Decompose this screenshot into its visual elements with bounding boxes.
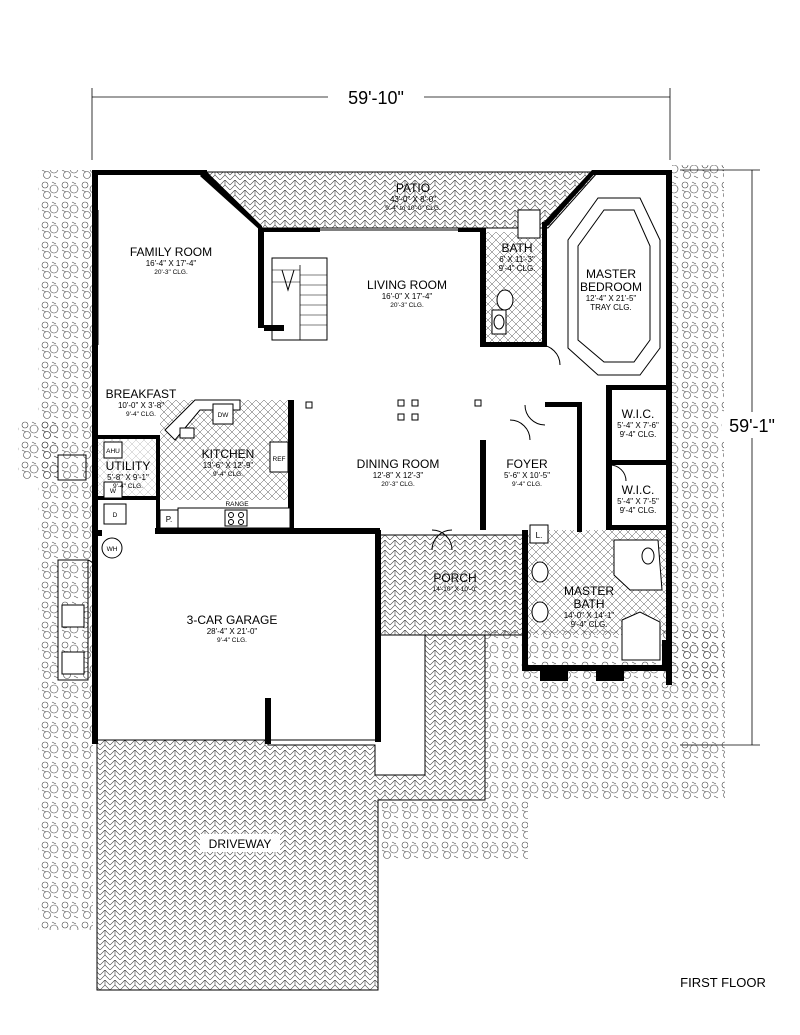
shrubs-front-right bbox=[485, 630, 725, 800]
utility-dim: 5'-8" X 9'-1" bbox=[107, 473, 149, 482]
linen-label: L. bbox=[536, 531, 543, 540]
room-foyer: FOYER 5'-6" X 10'-5" 9'-4" CLG. bbox=[504, 457, 550, 488]
patio-clg: 9'-4" to 10'-0" CLG. bbox=[385, 205, 441, 212]
room-bath: BATH 6' X 11'-3" 9'-4" CLG. bbox=[499, 241, 536, 273]
room-patio: PATIO 43'-0" X 8'-0" 9'-4" to 10'-0" CLG… bbox=[385, 181, 441, 212]
garage-fixtures bbox=[57, 559, 375, 741]
porch-name: PORCH bbox=[433, 571, 476, 585]
columns bbox=[305, 399, 482, 421]
wic1-name: W.I.C. bbox=[622, 407, 655, 421]
dishwasher-label: DW bbox=[218, 412, 230, 419]
dimension-depth: 59'-1" bbox=[680, 169, 784, 746]
room-porch: PORCH 14'-10" X 10'-0" bbox=[433, 571, 478, 593]
wic2-name: W.I.C. bbox=[622, 483, 655, 497]
room-garage: 3-CAR GARAGE 28'-4" X 21'-0" 9'-4" CLG. bbox=[187, 613, 278, 644]
foyer-dim: 5'-6" X 10'-5" bbox=[504, 471, 550, 480]
utility-name: UTILITY bbox=[106, 459, 151, 473]
dining-name: DINING ROOM bbox=[357, 457, 440, 471]
dining-clg: 20'-3" CLG. bbox=[381, 481, 415, 488]
shrubs-left-mid bbox=[18, 420, 58, 480]
shrubs-right bbox=[672, 165, 724, 685]
doors bbox=[87, 344, 627, 573]
kitchen-fixtures: DW REF RANGE P. bbox=[159, 399, 291, 529]
porch-dim: 14'-10" X 10'-0" bbox=[433, 586, 478, 593]
garage-dim: 28'-4" X 21'-0" bbox=[207, 627, 258, 636]
kitchen-name: KITCHEN bbox=[202, 447, 255, 461]
foyer-name: FOYER bbox=[506, 457, 548, 471]
bath-fixtures: L. bbox=[491, 209, 663, 661]
wic2-dim: 5'-4" X 7'-5" bbox=[617, 497, 659, 506]
master-bath-dim: 14'-0" X 14'-1" bbox=[564, 611, 615, 620]
utility-clg: 9'-4" CLG. bbox=[113, 483, 143, 490]
room-breakfast: BREAKFAST 10'-0" X 3'-8" 9'-4" CLG. bbox=[106, 387, 177, 418]
family-clg: 20'-3" CLG. bbox=[154, 269, 188, 276]
room-master-bedroom: MASTER BEDROOM 12'-4" X 21'-5" TRAY CLG. bbox=[580, 267, 642, 312]
room-wic-2: W.I.C. 5'-4" X 7'-5" 9'-4" CLG. bbox=[617, 483, 659, 515]
bath-dim: 6' X 11'-3" bbox=[499, 255, 535, 264]
foyer-clg: 9'-4" CLG. bbox=[512, 481, 542, 488]
room-dining: DINING ROOM 12'-8" X 12'-3" 20'-3" CLG. bbox=[357, 457, 440, 488]
room-utility: UTILITY 5'-8" X 9'-1" 9'-4" CLG. bbox=[106, 459, 151, 490]
tray-ceiling bbox=[567, 197, 661, 376]
wic1-dim: 5'-4" X 7'-6" bbox=[617, 421, 659, 430]
utility-fixtures: AHU W D WH bbox=[57, 441, 127, 559]
master-bedroom-name-1: MASTER bbox=[586, 267, 636, 281]
shrubs-front-center bbox=[378, 800, 528, 860]
width-dimension: 59'-10" bbox=[348, 88, 404, 108]
driveway-name: DRIVEWAY bbox=[209, 837, 272, 851]
master-bedroom-name-2: BEDROOM bbox=[580, 280, 642, 294]
walls bbox=[92, 170, 672, 744]
dimension-width: 59'-10" bbox=[91, 86, 671, 160]
living-name: LIVING ROOM bbox=[367, 278, 447, 292]
living-dim: 16'-0" X 17'-4" bbox=[382, 292, 433, 301]
master-bath-clg: 9'-4" CLG. bbox=[571, 620, 608, 629]
area-driveway: DRIVEWAY bbox=[200, 834, 280, 852]
range-label: RANGE bbox=[225, 501, 249, 508]
ahu-label: AHU bbox=[106, 448, 120, 455]
family-name: FAMILY ROOM bbox=[130, 245, 212, 259]
room-kitchen: KITCHEN 13'-6" X 12'-9" 9'-4" CLG. bbox=[202, 447, 255, 478]
pantry-label: P. bbox=[166, 515, 173, 524]
master-bath-name-2: BATH bbox=[573, 597, 604, 611]
bath-clg: 9'-4" CLG. bbox=[499, 264, 536, 273]
room-family: FAMILY ROOM 16'-4" X 17'-4" 20'-3" CLG. bbox=[130, 245, 212, 276]
kitchen-clg: 9'-4" CLG. bbox=[213, 471, 243, 478]
porch-paving bbox=[377, 534, 524, 636]
dryer-label: D bbox=[113, 512, 118, 519]
room-master-bath: MASTER BATH 14'-0" X 14'-1" 9'-4" CLG. bbox=[564, 584, 615, 629]
landscaping bbox=[18, 165, 725, 930]
fridge-label: REF bbox=[273, 456, 286, 463]
bath-name: BATH bbox=[501, 241, 532, 255]
staircase bbox=[271, 257, 328, 341]
depth-dimension: 59'-1" bbox=[729, 416, 775, 436]
patio-dim: 43'-0" X 8'-0" bbox=[390, 195, 436, 204]
shrubs-left bbox=[38, 170, 93, 930]
garage-name: 3-CAR GARAGE bbox=[187, 613, 278, 627]
master-bedroom-clg: TRAY CLG. bbox=[590, 303, 632, 312]
room-living: LIVING ROOM 16'-0" X 17'-4" 20'-3" CLG. bbox=[367, 278, 447, 309]
wic2-clg: 9'-4" CLG. bbox=[620, 506, 657, 515]
master-bedroom-dim: 12'-4" X 21'-5" bbox=[586, 294, 637, 303]
dining-dim: 12'-8" X 12'-3" bbox=[373, 471, 424, 480]
living-clg: 20'-3" CLG. bbox=[390, 302, 424, 309]
breakfast-dim: 10'-0" X 3'-8" bbox=[118, 401, 164, 410]
breakfast-name: BREAKFAST bbox=[106, 387, 177, 401]
kitchen-dim: 13'-6" X 12'-9" bbox=[203, 461, 254, 470]
floor-label: FIRST FLOOR bbox=[680, 975, 766, 990]
water-heater-label: WH bbox=[107, 546, 118, 553]
wic1-clg: 9'-4" CLG. bbox=[620, 430, 657, 439]
garage-clg: 9'-4" CLG. bbox=[217, 637, 247, 644]
patio-name: PATIO bbox=[396, 181, 430, 195]
family-dim: 16'-4" X 17'-4" bbox=[146, 259, 197, 268]
breakfast-clg: 9'-4" CLG. bbox=[126, 411, 156, 418]
master-bath-name-1: MASTER bbox=[564, 584, 614, 598]
washer-label: W bbox=[110, 488, 117, 495]
windows bbox=[93, 171, 668, 345]
room-wic-1: W.I.C. 5'-4" X 7'-6" 9'-4" CLG. bbox=[617, 407, 659, 439]
